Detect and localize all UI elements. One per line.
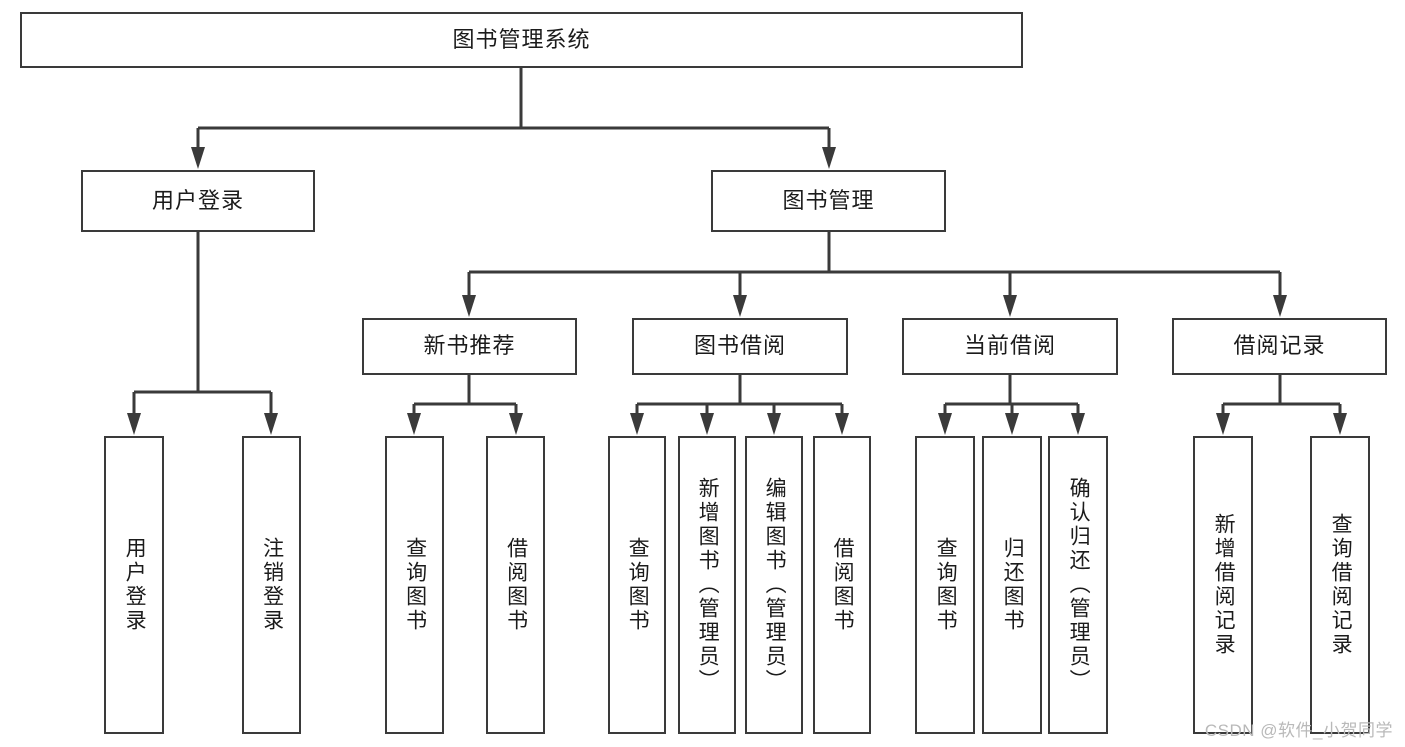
leaf-borrow-book-2[interactable]: 借阅图书: [813, 436, 871, 734]
node-borrow-record-label: 借阅记录: [1233, 333, 1326, 359]
leaf-user-login-label: 用户登录: [123, 537, 147, 633]
leaf-query-book-2-label: 查询图书: [626, 537, 650, 633]
leaf-return-book[interactable]: 归还图书: [982, 436, 1042, 734]
leaf-borrow-book-1[interactable]: 借阅图书: [486, 436, 545, 734]
node-book-manage[interactable]: 图书管理: [711, 170, 946, 232]
leaf-user-logout[interactable]: 注销登录: [242, 436, 301, 734]
leaf-query-book-1-label: 查询图书: [403, 537, 427, 633]
leaf-query-book-3[interactable]: 查询图书: [915, 436, 975, 734]
leaf-add-borrow-record[interactable]: 新增借阅记录: [1193, 436, 1253, 734]
node-current-borrow[interactable]: 当前借阅: [902, 318, 1118, 375]
leaf-borrow-book-1-label: 借阅图书: [504, 537, 528, 633]
node-root-label: 图书管理系统: [452, 26, 591, 52]
node-book-manage-label: 图书管理: [782, 187, 875, 213]
node-user-login[interactable]: 用户登录: [81, 170, 315, 232]
node-new-book-recommend-label: 新书推荐: [423, 333, 516, 359]
leaf-borrow-book-2-label: 借阅图书: [831, 537, 855, 633]
node-new-book-recommend[interactable]: 新书推荐: [362, 318, 577, 375]
leaf-add-book[interactable]: 新增图书（管理员）: [678, 436, 736, 734]
leaf-edit-book-label: 编辑图书（管理员）: [763, 477, 787, 693]
leaf-confirm-return[interactable]: 确认归还（管理员）: [1048, 436, 1108, 734]
leaf-return-book-label: 归还图书: [1001, 537, 1025, 633]
leaf-edit-book[interactable]: 编辑图书（管理员）: [745, 436, 803, 734]
node-book-borrow[interactable]: 图书借阅: [632, 318, 848, 375]
leaf-user-login[interactable]: 用户登录: [104, 436, 164, 734]
leaf-query-book-1[interactable]: 查询图书: [385, 436, 444, 734]
leaf-user-logout-label: 注销登录: [260, 537, 284, 633]
leaf-query-book-3-label: 查询图书: [934, 537, 958, 633]
leaf-confirm-return-label: 确认归还（管理员）: [1067, 477, 1091, 693]
leaf-add-borrow-record-label: 新增借阅记录: [1212, 513, 1236, 657]
node-user-login-label: 用户登录: [151, 187, 244, 213]
leaf-add-book-label: 新增图书（管理员）: [696, 477, 720, 693]
leaf-query-borrow-record[interactable]: 查询借阅记录: [1310, 436, 1370, 734]
leaf-query-borrow-record-label: 查询借阅记录: [1329, 513, 1353, 657]
node-book-borrow-label: 图书借阅: [693, 333, 786, 359]
node-root[interactable]: 图书管理系统: [20, 12, 1023, 68]
node-current-borrow-label: 当前借阅: [963, 333, 1056, 359]
leaf-query-book-2[interactable]: 查询图书: [608, 436, 666, 734]
node-borrow-record[interactable]: 借阅记录: [1172, 318, 1387, 375]
